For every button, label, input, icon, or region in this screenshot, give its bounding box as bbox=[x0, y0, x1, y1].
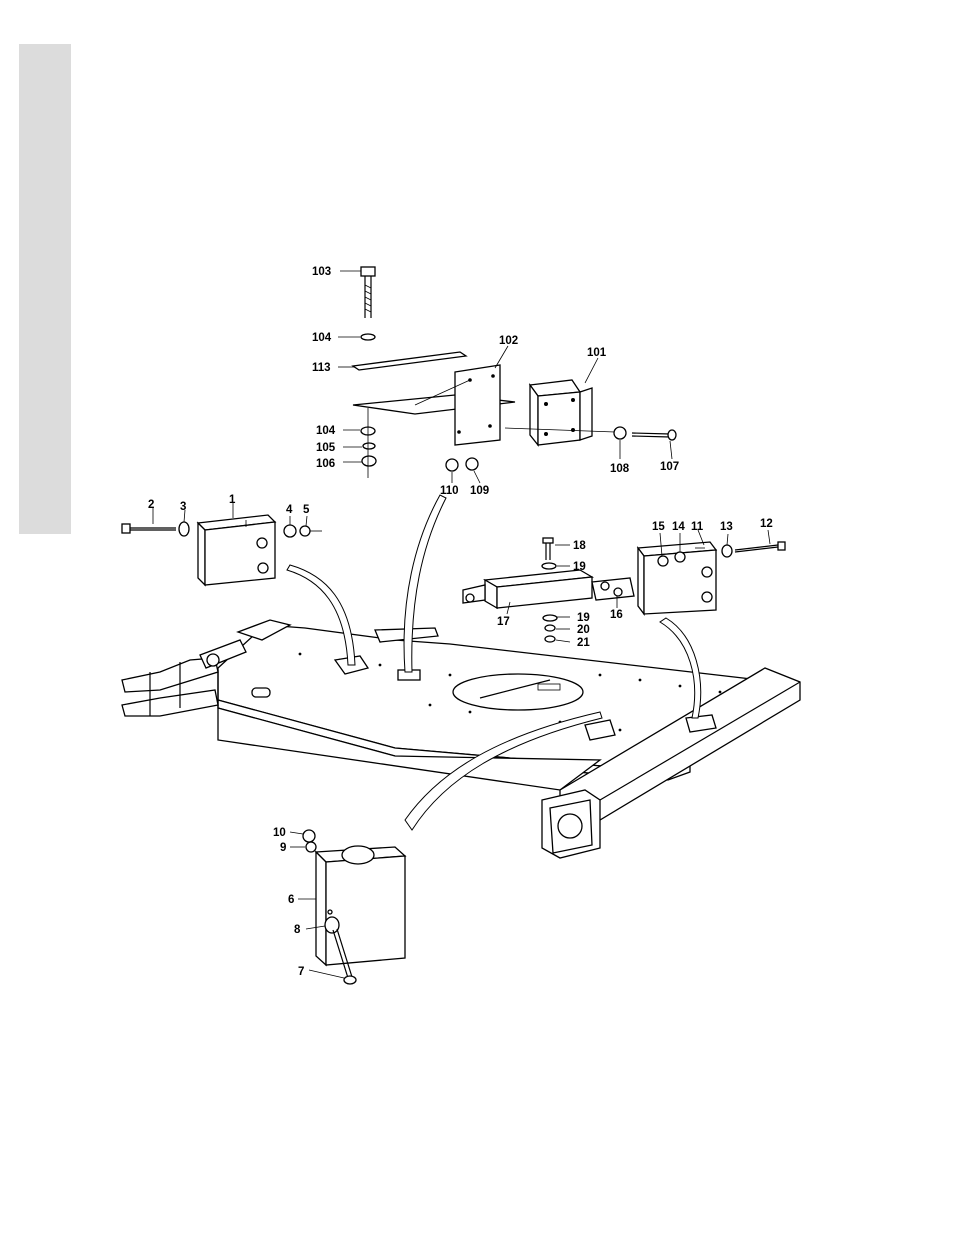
label-18: 18 bbox=[573, 540, 586, 552]
label-12: 12 bbox=[760, 518, 773, 530]
valve-block-11 bbox=[638, 542, 785, 614]
label-113: 113 bbox=[312, 362, 331, 374]
label-20: 20 bbox=[577, 624, 590, 636]
label-14: 14 bbox=[672, 521, 685, 533]
label-10: 10 bbox=[273, 827, 286, 839]
label-105: 105 bbox=[316, 442, 336, 454]
label-108: 108 bbox=[610, 463, 630, 475]
label-104-top: 104 bbox=[312, 332, 332, 344]
label-104-bottom: 104 bbox=[316, 425, 336, 437]
label-106: 106 bbox=[316, 458, 335, 470]
label-11: 11 bbox=[691, 521, 704, 533]
label-101: 101 bbox=[587, 347, 607, 359]
label-6: 6 bbox=[288, 894, 294, 906]
label-7: 7 bbox=[298, 966, 304, 978]
label-16: 16 bbox=[610, 609, 623, 621]
label-2: 2 bbox=[148, 499, 154, 511]
label-102: 102 bbox=[499, 335, 518, 347]
label-8: 8 bbox=[294, 924, 301, 936]
frame-assembly bbox=[122, 620, 800, 858]
label-3: 3 bbox=[180, 501, 186, 513]
label-15: 15 bbox=[652, 521, 665, 533]
label-110: 110 bbox=[440, 485, 459, 497]
label-17: 17 bbox=[497, 616, 510, 628]
label-109: 109 bbox=[470, 485, 489, 497]
label-5: 5 bbox=[303, 504, 310, 516]
valve-block-6 bbox=[303, 830, 405, 984]
label-9: 9 bbox=[280, 842, 286, 854]
label-19-bottom: 19 bbox=[577, 612, 590, 624]
label-107: 107 bbox=[660, 461, 679, 473]
cylinder-17 bbox=[463, 538, 634, 642]
label-4: 4 bbox=[286, 504, 293, 516]
label-21: 21 bbox=[577, 637, 590, 649]
label-103: 103 bbox=[312, 266, 331, 278]
label-19-top: 19 bbox=[573, 561, 586, 573]
label-1: 1 bbox=[229, 494, 236, 506]
label-13: 13 bbox=[720, 521, 733, 533]
bracket-assembly bbox=[353, 267, 676, 478]
valve-block-1 bbox=[122, 515, 322, 585]
